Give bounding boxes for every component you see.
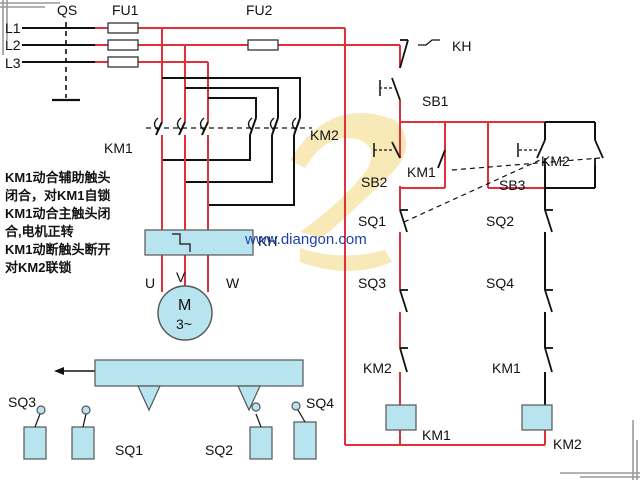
fu1-fuses [107,22,139,68]
control-wiring-black [544,121,596,405]
right-cam [237,385,261,412]
phase-risers [161,28,209,118]
label-v: V [176,269,186,285]
sq1-contact [399,209,408,233]
control-wiring [344,28,546,446]
label-km2-coil: KM2 [553,436,582,452]
label-fu1: FU1 [112,2,139,18]
qs-switch [52,22,80,102]
label-l2: L2 [5,37,21,53]
label-qs: QS [57,2,77,18]
label-fu2: FU2 [246,2,273,18]
motor-phase-lines [161,135,209,292]
label-km2-aux: KM2 [541,153,570,169]
label-l3: L3 [5,55,21,71]
note-line-2: 闭合，对KM1自锁 [5,188,110,203]
label-km1-main: KM1 [104,140,133,156]
sq4-switch [291,401,317,460]
label-sb3: SB3 [499,177,526,193]
km1-coil [385,404,417,431]
left-cam [137,385,161,412]
km2-nc-contact [399,347,408,373]
label-km1-aux: KM1 [407,164,436,180]
note-line-4: 合,电机正转 [5,224,74,239]
label-sq2-bottom: SQ2 [205,442,233,458]
sq2-switch [249,402,273,460]
label-sq3-ctrl: SQ3 [358,275,386,291]
supply-lines [22,27,400,63]
mechanical-interlock-dashes [403,157,601,223]
label-km2-nc: KM2 [363,360,392,376]
sb1-button [379,77,401,101]
sb2-button [373,141,401,159]
label-sb1: SB1 [422,93,449,109]
label-u: U [145,275,155,291]
sq3-contact [399,289,408,313]
frame-corner-top-left [0,0,60,55]
label-kh-relay: KH [258,233,277,249]
km2-feeders [162,77,301,118]
label-l1: L1 [5,20,21,36]
label-w: W [226,275,240,291]
sq3-switch [23,405,47,460]
fu2-fuse [247,39,279,51]
km2-coil [521,404,553,431]
kh-thermal-relay [144,229,254,256]
watermark-text: www.diangon.com [244,231,367,248]
label-sq1-bottom: SQ1 [115,442,143,458]
note-line-1: KM1动合辅助触头 [5,170,110,185]
km2-aux-contact [594,139,604,165]
direction-arrow [54,367,95,375]
km1-aux-contact [437,149,446,169]
label-km1-coil: KM1 [422,427,451,443]
km1-nc-contact [544,347,553,373]
km1-main-contacts [146,117,228,136]
label-motor: M [178,297,191,314]
km2-return-wires [162,135,295,206]
note-line-6: 对KM2联锁 [5,260,71,275]
frame-corner-bottom-right [560,420,640,480]
label-sq4-bottom: SQ4 [306,395,334,411]
kh-nc-contact [399,39,440,69]
label-sq4-ctrl: SQ4 [486,275,514,291]
motor [157,285,213,341]
sq4-contact [544,289,553,313]
label-sq3-bottom: SQ3 [8,394,36,410]
label-sq1-ctrl: SQ1 [358,213,386,229]
sb3-button [517,139,546,165]
label-km2-main: KM2 [310,127,339,143]
label-km1-nc: KM1 [492,360,521,376]
label-sq2-ctrl: SQ2 [486,213,514,229]
sq1-switch [71,405,95,460]
label-sb2: SB2 [361,174,388,190]
note-line-3: KM1动合主触头闭 [5,206,110,221]
worktable [94,359,304,387]
label-kh-contact: KH [452,38,471,54]
label-motor-sub: 3~ [176,316,192,332]
sq2-contact [544,209,553,233]
note-line-5: KM1动断触头断开 [5,242,110,257]
km2-main-contacts [228,117,312,136]
